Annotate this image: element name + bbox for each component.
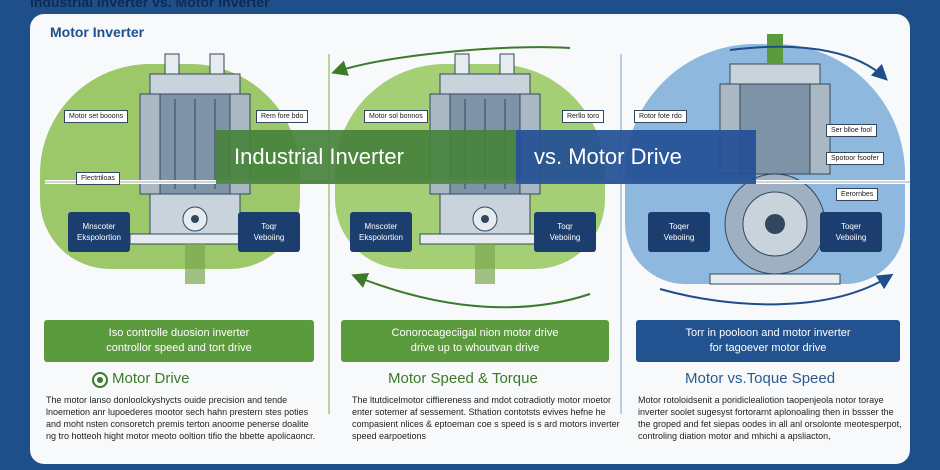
- panel2-box-right-label: Toqr Veboiing: [549, 222, 581, 242]
- panel3-tag-4: Eerornbes: [836, 188, 879, 201]
- panel2-box-left-label: Mnscoter Ekspolortion: [358, 222, 404, 242]
- panel1-textbox: Iso controlle duosion inverter controllo…: [44, 320, 314, 362]
- motor-drive-icon: [92, 372, 108, 388]
- panel3-tag-3: Spotoor fsoofer: [826, 152, 884, 165]
- panel3-box-right-label: Toqer Veboiing: [835, 222, 867, 242]
- divider-1: [328, 54, 330, 414]
- panel1-tag-2: Rem fore bdo: [256, 110, 309, 123]
- panel2-tag-1: Motor sol bonnos: [364, 110, 428, 123]
- panel3-tag-1: Rotor fote rdo: [634, 110, 687, 123]
- panel1-title: Motor Drive: [112, 370, 190, 387]
- motor-illustration-3: [709, 34, 841, 285]
- banner-right: vs. Motor Drive: [516, 130, 756, 184]
- panel1-textbox-label: Iso controlle duosion inverter controllo…: [106, 327, 252, 354]
- panel2-textbox-label: Conorocageciigal nion motor drive drive …: [391, 327, 559, 354]
- panel3-box-left-label: Toqer Veboiing: [663, 222, 695, 242]
- panel3-textbox-label: Torr in pooloon and motor inverter for t…: [685, 327, 851, 354]
- diagram-frame: Motor Inverter: [30, 14, 910, 464]
- top-title: Industrial Inverter vs. Motor Inverter: [30, 0, 270, 8]
- panel1-box-right-label: Toqr Veboiing: [253, 222, 285, 242]
- panel2-paragraph: The ltutdicelmotor ciffiereness and mdot…: [352, 395, 620, 441]
- panel1-paragraph: The motor lanso donloolckyshycts ouide p…: [46, 395, 316, 441]
- panel3-title: Motor vs.Toque Speed: [685, 370, 836, 387]
- panel2-box-right: Toqr Veboiing: [534, 212, 596, 252]
- divider-2: [620, 54, 622, 414]
- panel1-tag-1: Motor set booons: [64, 110, 129, 123]
- panel2-box-left: Mnscoter Ekspolortion: [350, 212, 412, 252]
- panel2-tag-2: Rerllo toro: [562, 110, 605, 123]
- panel3-textbox: Torr in pooloon and motor inverter for t…: [636, 320, 900, 362]
- panel1-box-right: Toqr Veboiing: [238, 212, 300, 252]
- panel2-title: Motor Speed & Torque: [388, 370, 538, 387]
- section-label: Motor Inverter: [50, 24, 145, 40]
- panel1-box-left: Mnscoter Ekspolortion: [68, 212, 130, 252]
- panel1-box-left-label: Mnscoter Ekspolortion: [76, 222, 122, 242]
- panel3-box-right: Toqer Veboiing: [820, 212, 882, 252]
- banner-left: Industrial Inverter: [216, 130, 516, 184]
- panel1-tag-3: Flectrtiloas: [76, 172, 120, 185]
- panel3-tag-2: Ser blloe fool: [826, 124, 877, 137]
- panel3-box-left: Toqer Veboiing: [648, 212, 710, 252]
- panel2-textbox: Conorocageciigal nion motor drive drive …: [341, 320, 609, 362]
- panel3-paragraph: Motor rotoloidsenit a poridiclealiotion …: [638, 395, 902, 441]
